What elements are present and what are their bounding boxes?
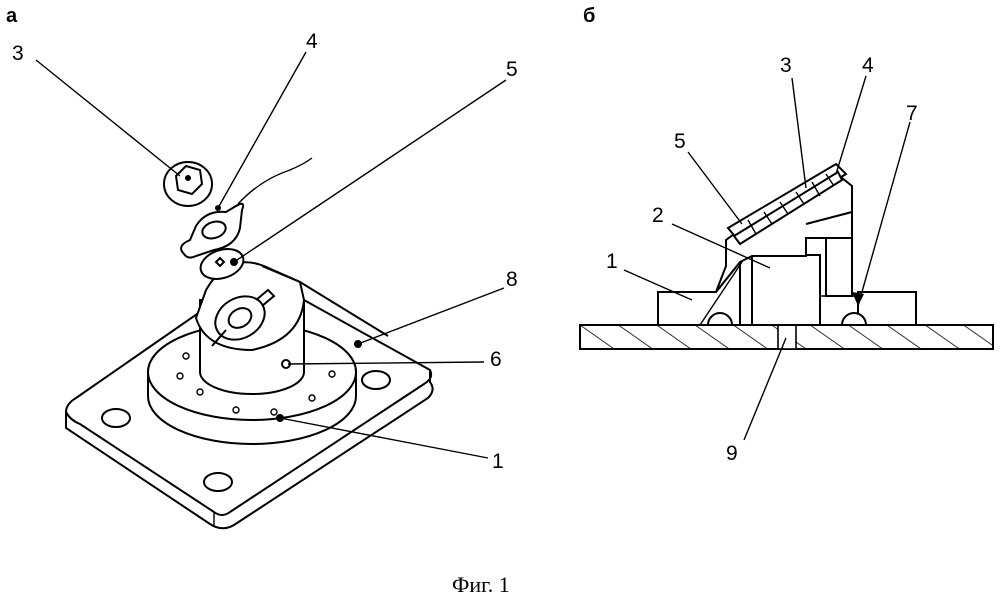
section-hole-9 <box>778 325 796 349</box>
panel-label-b: б <box>583 5 595 27</box>
label-b-5: 5 <box>674 130 686 153</box>
label-a-1: 1 <box>492 450 504 473</box>
label-b-2: 2 <box>652 204 664 227</box>
label-a-4: 4 <box>306 30 318 53</box>
label-b-4: 4 <box>862 54 874 77</box>
label-a-6: 6 <box>490 348 502 371</box>
label-b-7: 7 <box>906 102 918 125</box>
assembly-isometric <box>36 52 506 528</box>
label-a-3: 3 <box>12 42 24 65</box>
label-b-1: 1 <box>606 250 618 273</box>
assembly-section <box>580 76 993 440</box>
panel-label-a: а <box>6 5 18 27</box>
label-a-8: 8 <box>506 268 518 291</box>
figure-caption: Фиг. 1 <box>452 572 510 597</box>
label-b-9: 9 <box>726 442 738 465</box>
label-b-3: 3 <box>780 54 792 77</box>
label-a-5: 5 <box>506 58 518 81</box>
